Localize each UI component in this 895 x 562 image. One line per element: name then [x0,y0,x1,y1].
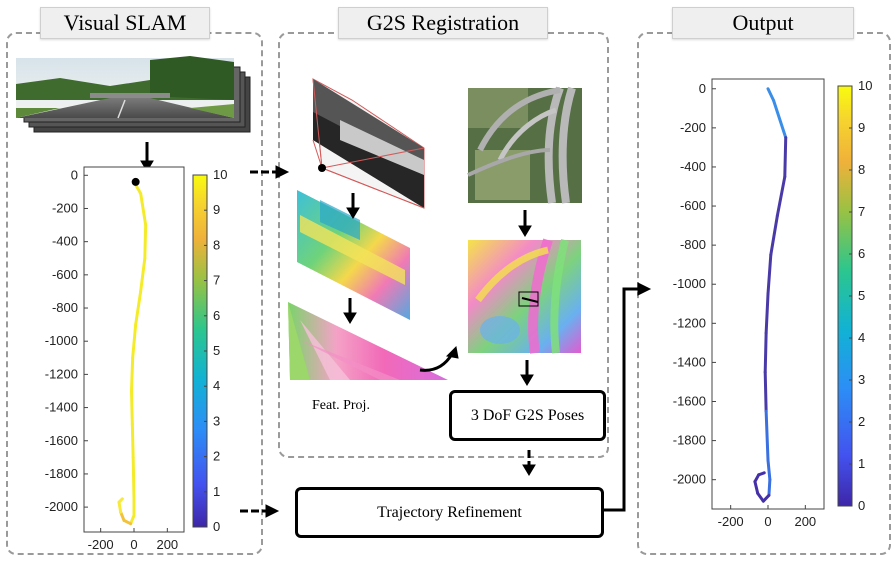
colorbar-tick-label: 9 [858,120,865,135]
y-tick-label: -800 [680,237,706,252]
colorbar-tick-label: 2 [213,449,220,464]
g2s-poses-box: 3 DoF G2S Poses [449,390,606,441]
y-tick-label: -200 [680,120,706,135]
colorbar-tick-label: 6 [858,246,865,261]
trajectory-segment [117,497,124,504]
colorbar-tick-label: 8 [213,237,220,252]
trajectory-segment [130,422,135,459]
trajectory-segment [143,223,148,260]
trajectory-segment [763,331,768,374]
x-tick-label: 0 [130,537,137,552]
y-tick-label: -1600 [673,394,706,409]
trajectory-segment [764,292,770,335]
trajectory-segment [139,256,147,293]
colorbar-tick-label: 4 [858,330,865,345]
colorbar-tick-label: 5 [858,288,865,303]
y-tick-label: -1800 [673,433,706,448]
y-tick-label: -1400 [673,354,706,369]
x-tick-label: 200 [794,514,816,529]
y-tick-label: -1600 [45,433,78,448]
colorbar-tick-label: 0 [858,498,865,513]
trajectory-refinement-box: Trajectory Refinement [295,487,604,538]
satellite-image [467,86,582,204]
x-tick-label: -200 [718,514,744,529]
colorbar-tick-label: 0 [213,519,220,534]
colorbar-tick-label: 9 [213,202,220,217]
colorbar-tick-label: 10 [858,78,872,93]
x-tick-label: 200 [156,537,178,552]
x-tick-label: -200 [88,537,114,552]
feat-proj-label: Feat. Proj. [312,398,370,413]
colorbar-tick-label: 7 [213,273,220,288]
trajectory-segment [756,491,765,503]
trajectory-segment [783,136,788,179]
trajectory-segment [767,478,772,497]
colorbar-tick-label: 2 [858,414,865,429]
trajectory-segment [130,389,134,426]
trajectory-segment [766,87,776,102]
flow-arrows [140,142,652,518]
colorbar-tick-label: 4 [213,378,220,393]
y-tick-label: -600 [680,198,706,213]
colorbar-tick-label: 3 [858,372,865,387]
trajectory-segment [769,214,779,257]
trajectory-refinement-label: Trajectory Refinement [377,503,522,521]
colorbar-tick-label: 6 [213,308,220,323]
y-tick-label: -400 [680,159,706,174]
trajectory-segment [775,175,787,218]
trajectory-segment [117,500,123,514]
trajectory-segment [766,458,772,482]
colorbar-tick-label: 1 [213,484,220,499]
y-tick-label: -1800 [45,466,78,481]
y-tick-label: -1000 [673,276,706,291]
y-tick-label: -2000 [45,499,78,514]
trajectory-segment [753,480,760,495]
slam-trajectory-chart: 0 -200 -400 -600 -800 -1000 -1200 -1400 -1600 -18… [45,166,227,552]
y-tick-label: -800 [52,300,78,315]
trajectory-segment [139,192,148,227]
feature-map-image [297,190,410,320]
y-tick-label: 0 [71,167,78,182]
y-tick-label: -600 [52,267,78,282]
camera-frustum [312,78,425,209]
projected-feature-image [288,302,448,380]
y-tick-label: -400 [52,234,78,249]
trajectory-segment [763,370,768,413]
y-tick-label: -1200 [673,315,706,330]
trajectory-segment [772,99,788,140]
trajectory-segment [757,471,766,477]
colorbar-tick-label: 5 [213,343,220,358]
trajectory-segment [131,455,136,501]
colorbar-tick-label: 8 [858,162,865,177]
trajectory-segment [764,409,770,462]
y-tick-label: 0 [699,81,706,96]
y-tick-label: -1200 [45,366,78,381]
trajectory-segment [766,253,773,296]
input-image-stack [16,56,251,133]
colorbar-tick-label: 7 [858,204,865,219]
x-tick-label: 0 [764,514,771,529]
y-tick-label: -1000 [45,333,78,348]
g2s-poses-label: 3 DoF G2S Poses [470,406,585,424]
y-tick-label: -1400 [45,400,78,415]
trajectory-segment [130,356,135,393]
trajectory-segment [131,323,138,360]
start-marker [131,177,140,186]
g2s-registration-title: G2S Registration [338,7,548,39]
y-tick-label: -2000 [673,472,706,487]
output-trajectory-chart: 0 -200 -400 -600 -800 -1000 -1200 -1400 -1600 -18… [673,78,873,529]
colorbar-tick-label: 3 [213,413,220,428]
output-title: Output [672,7,854,39]
colorbar-tick-label: 10 [213,167,227,182]
visual-slam-title: Visual SLAM [40,7,210,39]
y-tick-label: -200 [52,200,78,215]
colorbar-tick-label: 1 [858,456,865,471]
matching-heatmap [468,238,581,354]
trajectory-segment [134,289,143,327]
